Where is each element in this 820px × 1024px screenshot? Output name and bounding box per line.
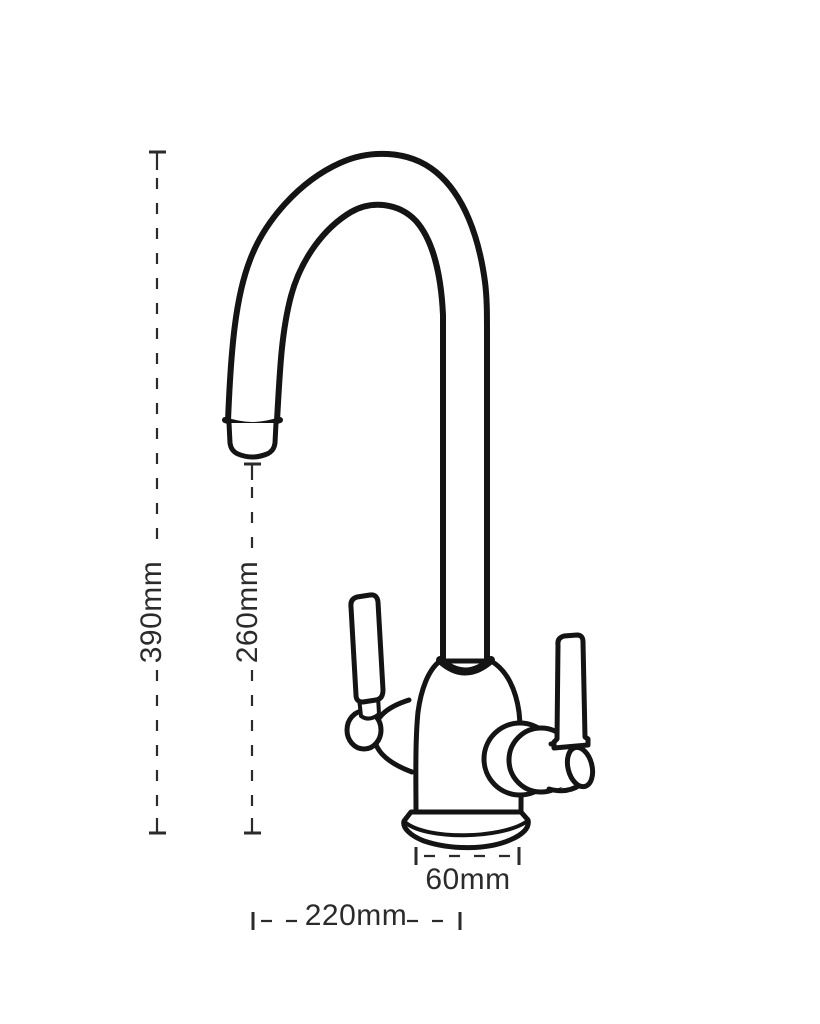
faucet-drawing — [222, 150, 596, 851]
dimension-overall-height: 390mm — [135, 150, 168, 835]
spout — [222, 150, 490, 661]
tap-base — [401, 809, 531, 851]
dimension-overall-depth: 220mm — [251, 899, 462, 932]
base-skirt — [401, 809, 531, 851]
dimension-spout-outlet-height: 260mm — [231, 462, 264, 835]
spout-outer-curve — [225, 150, 490, 661]
spout-inner-curve — [274, 201, 446, 661]
spout-tip — [226, 420, 279, 460]
dim-390-label: 390mm — [135, 561, 168, 664]
dim-220-label: 220mm — [305, 899, 408, 932]
right-handle-lever — [551, 632, 591, 751]
right-handle — [481, 632, 596, 798]
dimension-base-diameter: 60mm — [414, 847, 521, 896]
left-handle-lever — [348, 592, 386, 705]
dim-60-label: 60mm — [425, 863, 510, 896]
base-rim-line — [404, 820, 528, 838]
neck-collar — [436, 656, 495, 676]
dim-260-label: 260mm — [231, 561, 264, 664]
left-handle — [344, 592, 415, 775]
